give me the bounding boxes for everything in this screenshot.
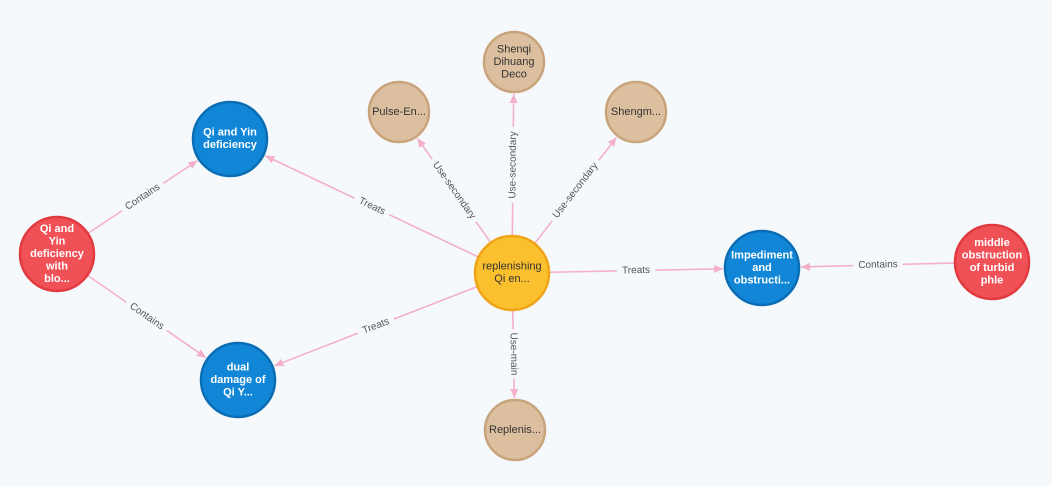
node-circle[interactable]: [723, 229, 801, 307]
edge-qiyinblood-dual[interactable]: Contains: [86, 274, 207, 359]
node-label-line: Pulse-En...: [372, 106, 426, 118]
node-label-line: dual: [227, 361, 250, 373]
node-circle[interactable]: [191, 100, 269, 178]
edge-label-group: Use-main: [506, 329, 522, 379]
edge-label-background: [505, 126, 521, 204]
node-circle[interactable]: [604, 80, 668, 144]
node-label-line: Dihuang: [494, 56, 535, 68]
node-label-line: obstructi...: [734, 274, 790, 286]
node-label-line: middle: [974, 237, 1009, 249]
node-circle[interactable]: [18, 215, 96, 293]
node-label-line: damage of: [210, 374, 265, 386]
node-label-line: deficiency: [203, 139, 258, 151]
node-label-line: Yin: [49, 235, 66, 247]
node-shengm[interactable]: Shengm...: [604, 80, 668, 144]
edge-label-background: [506, 329, 522, 379]
node-label-line: Qi and Yin: [203, 127, 257, 139]
edge-label-group: Contains: [853, 257, 903, 273]
edge-label-group: Treats: [355, 312, 397, 340]
node-label-line: replenishing: [482, 261, 541, 273]
edge-label-background: [118, 177, 168, 217]
node-label-line: Deco: [501, 68, 527, 80]
edge-label: Use-secondary: [551, 161, 601, 221]
node-qiyinblood[interactable]: Qi andYindeficiencywithblo...: [18, 215, 96, 293]
edge-label: Use-secondary: [507, 131, 519, 198]
edge-label-group: Use-secondary: [426, 155, 482, 226]
edge-qiyinblood-qiyin[interactable]: Contains: [87, 159, 198, 235]
node-replenis[interactable]: Replenis...: [483, 398, 547, 462]
node-label-line: with: [45, 260, 68, 272]
edge-label-background: [355, 312, 397, 340]
edge-label: Treats: [622, 265, 650, 277]
node-circle[interactable]: [473, 234, 551, 312]
edge-label-group: Contains: [118, 177, 168, 217]
node-label-line: Impediment: [731, 249, 793, 261]
node-label-line: deficiency: [30, 248, 85, 260]
node-circle[interactable]: [953, 223, 1031, 301]
edge-label: Contains: [127, 301, 166, 333]
node-label-line: Replenis...: [489, 424, 541, 436]
edge-center-dual[interactable]: Treats: [274, 285, 478, 367]
node-label-line: Shenqi: [497, 43, 531, 55]
edge-label-group: Use-secondary: [546, 156, 605, 225]
node-pulse[interactable]: Pulse-En...: [367, 80, 431, 144]
edge-label: Use-main: [507, 333, 519, 376]
edge-label-group: Treats: [616, 263, 656, 278]
node-label-line: of turbid: [970, 262, 1015, 274]
edge-label-background: [616, 263, 656, 278]
node-circle[interactable]: [367, 80, 431, 144]
node-circle[interactable]: [482, 30, 546, 94]
edge-label-group: Contains: [122, 296, 171, 337]
edge-label: Contains: [123, 182, 162, 213]
node-impediment[interactable]: Impedimentandobstructi...: [723, 229, 801, 307]
node-circle[interactable]: [199, 341, 277, 419]
edge-label-background: [122, 296, 171, 337]
edge-center-impediment[interactable]: Treats: [548, 263, 724, 278]
edge-label: Contains: [858, 259, 898, 271]
node-label-line: Qi en...: [494, 273, 529, 285]
node-label-line: Qi Y...: [223, 386, 253, 398]
edge-label: Use-secondary: [430, 160, 478, 221]
node-label-line: Qi and: [40, 223, 74, 235]
edge-center-pulse[interactable]: Use-secondary: [416, 137, 492, 244]
edge-label-background: [426, 155, 482, 226]
node-label-line: phle: [981, 275, 1004, 287]
edge-middle-impediment[interactable]: Contains: [800, 257, 956, 273]
node-label-line: and: [752, 262, 772, 274]
edge-center-shenqi[interactable]: Use-secondary: [505, 93, 521, 237]
node-circle[interactable]: [483, 398, 547, 462]
edge-label-background: [546, 156, 605, 225]
node-label-line: Shengm...: [611, 106, 661, 118]
node-label-line: obstruction: [962, 250, 1023, 262]
edge-label-group: Use-secondary: [505, 126, 521, 204]
edge-center-shengm[interactable]: Use-secondary: [533, 136, 618, 245]
edge-label-group: Treats: [351, 191, 393, 221]
edge-label-background: [351, 191, 393, 221]
edge-center-replenis[interactable]: Use-main: [506, 309, 522, 399]
edge-label-background: [853, 257, 903, 273]
node-label-line: blo...: [44, 273, 70, 285]
